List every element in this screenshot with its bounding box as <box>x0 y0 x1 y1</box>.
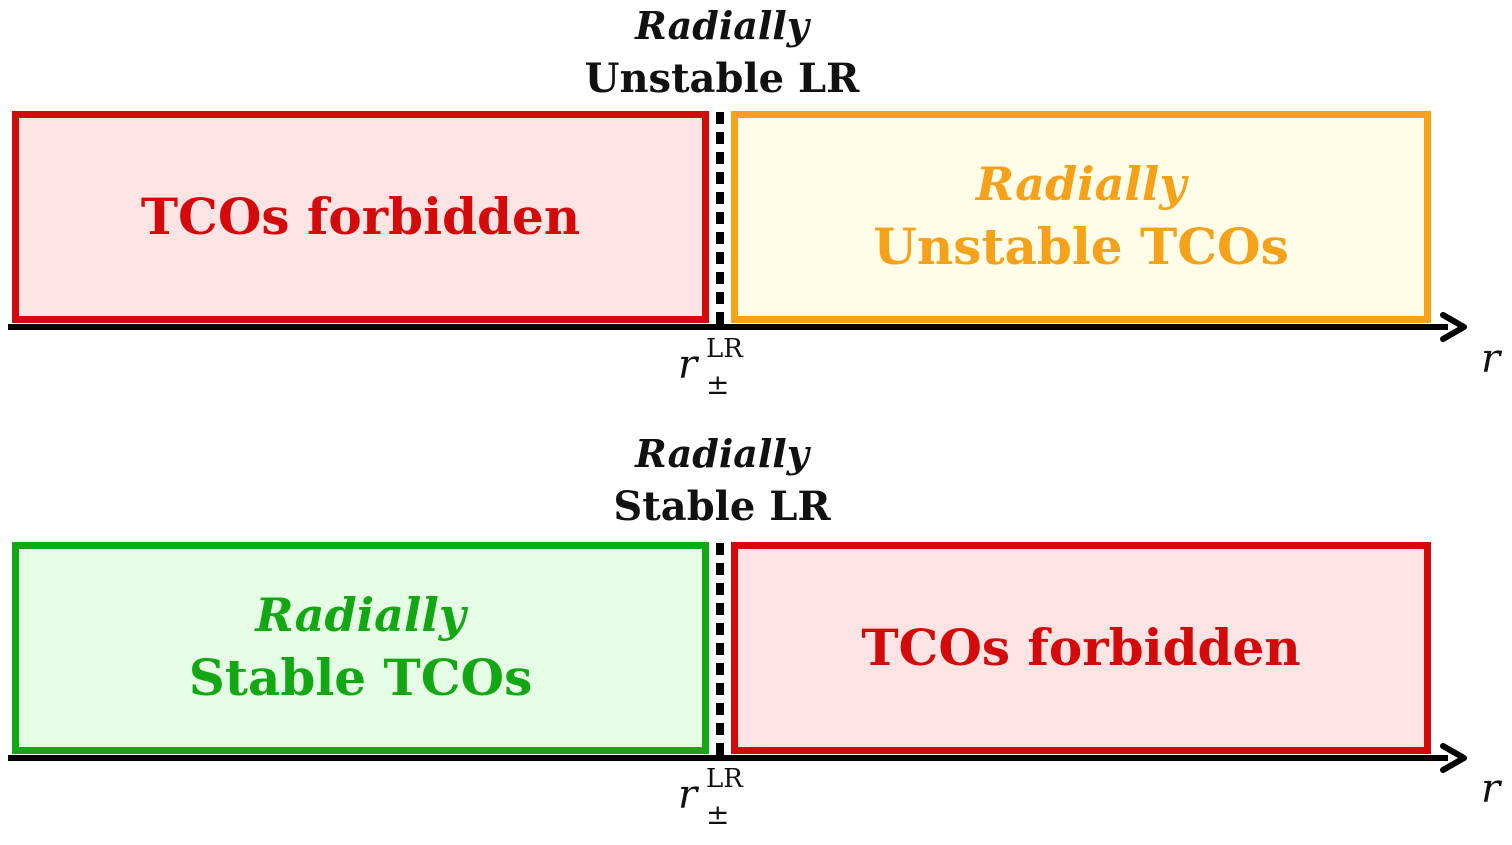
box-label-plain: Unstable TCOs <box>873 217 1289 276</box>
light-ring-title: Radially Unstable LR <box>560 2 884 108</box>
box-label-italic: Radially <box>975 157 1187 211</box>
light-ring-dashed-line <box>716 543 724 763</box>
light-ring-title-italic: Radially <box>635 3 809 48</box>
light-ring-title-italic: Radially <box>635 431 809 476</box>
radius-superscript: LR <box>706 764 743 794</box>
stable-tcos-box: Radially Stable TCOs <box>12 542 709 754</box>
light-ring-radius-label: r LR ± <box>678 764 743 831</box>
light-ring-title-plain: Unstable LR <box>584 55 860 102</box>
tcos-forbidden-box: TCOs forbidden <box>12 111 709 323</box>
top-diagram: Radially Unstable LR TCOs forbidden Radi… <box>0 0 1512 415</box>
radius-symbol: r <box>678 772 698 818</box>
box-label: TCOs forbidden <box>140 187 581 246</box>
light-ring-title: Radially Stable LR <box>560 430 884 536</box>
radius-subscript: ± <box>706 798 730 831</box>
bottom-diagram: Radially Stable LR Radially Stable TCOs … <box>0 430 1512 845</box>
axis-label-r: r <box>1481 766 1501 812</box>
axis-arrow-icon <box>1440 743 1467 773</box>
box-label: TCOs forbidden <box>861 618 1301 677</box>
box-label-plain: Stable TCOs <box>188 648 533 707</box>
box-label-italic: Radially <box>255 588 466 642</box>
r-axis <box>8 324 1448 330</box>
light-ring-title-plain: Stable LR <box>613 483 831 530</box>
radius-symbol: r <box>678 342 698 388</box>
unstable-tcos-box: Radially Unstable TCOs <box>731 111 1431 323</box>
axis-arrow-icon <box>1440 312 1467 342</box>
light-ring-radius-label: r LR ± <box>678 334 743 401</box>
r-axis <box>8 755 1448 761</box>
radius-subscript: ± <box>706 368 730 401</box>
tcos-forbidden-box: TCOs forbidden <box>731 542 1431 754</box>
light-ring-dashed-line <box>716 112 724 332</box>
radius-superscript: LR <box>706 334 743 364</box>
axis-label-r: r <box>1481 336 1501 382</box>
